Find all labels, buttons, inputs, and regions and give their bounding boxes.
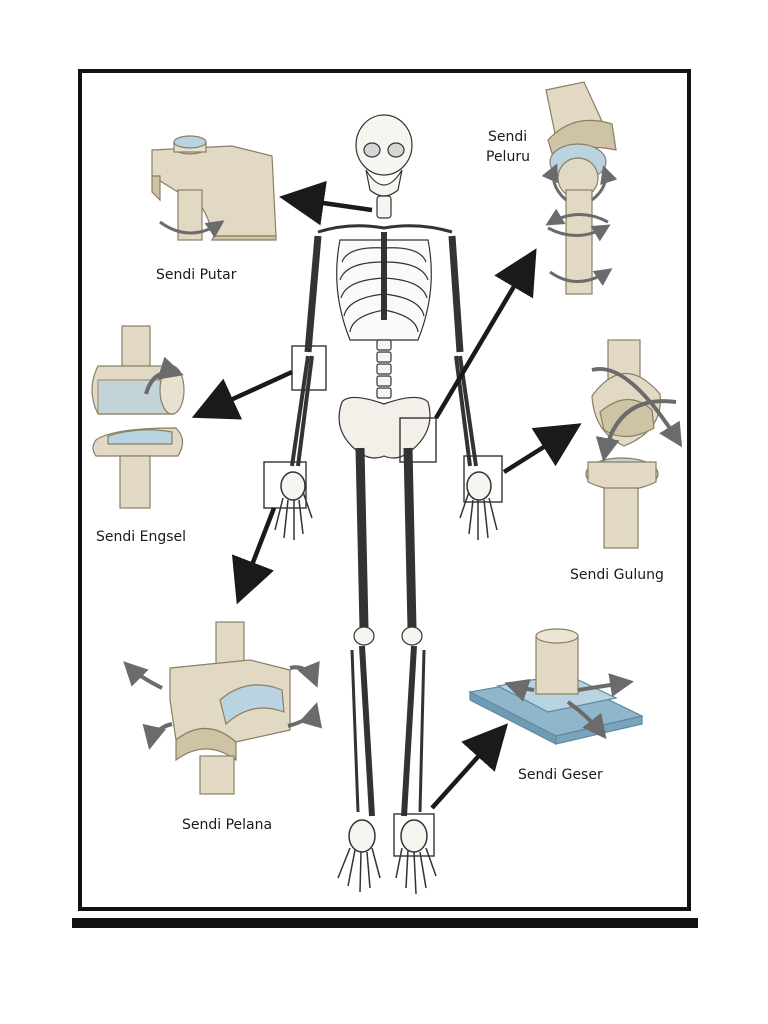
arrow-to-putar [279, 180, 373, 226]
label-sendi-peluru-line1: Sendi [488, 129, 528, 145]
lumbar-spine [376, 339, 392, 399]
rib-cage [336, 232, 432, 341]
pelvis [338, 396, 431, 459]
wrist-box-left [463, 455, 503, 503]
femur-right [355, 447, 369, 629]
label-sendi-peluru-line2: Peluru [486, 149, 530, 165]
arrow-to-pelana [231, 507, 277, 605]
bottom-rule [72, 918, 698, 928]
clavicle [317, 224, 453, 234]
foot-right [337, 819, 381, 893]
arrow-to-gulung [502, 423, 582, 474]
pivot-joint-illustration [151, 135, 277, 241]
pointer-arrows [191, 180, 582, 810]
ankle-box [393, 813, 435, 857]
arrow-to-engsel [191, 369, 293, 420]
condyloid-joint-illustration [585, 339, 683, 549]
saddle-joint-illustration [123, 621, 323, 795]
ball-socket-joint-illustration [541, 81, 618, 295]
skeleton [274, 114, 498, 895]
gliding-joint-illustration [468, 628, 644, 745]
label-sendi-gulung: Sendi Gulung [570, 567, 664, 583]
skull [355, 114, 413, 197]
humerus-right [304, 235, 322, 353]
label-sendi-engsel: Sendi Engsel [96, 529, 187, 545]
hinge-joint-illustration [91, 325, 185, 509]
cervical-spine [376, 195, 392, 219]
foot-left [395, 819, 437, 895]
hand-left [459, 471, 498, 540]
hand-right [274, 471, 313, 540]
label-sendi-putar: Sendi Putar [156, 267, 237, 283]
label-sendi-pelana: Sendi Pelana [182, 817, 273, 833]
arrow-to-peluru [434, 248, 537, 420]
humerus-left [448, 235, 464, 353]
wrist-box-right [263, 461, 307, 509]
femur-left [403, 447, 417, 629]
label-sendi-geser: Sendi Geser [518, 767, 603, 783]
arrow-to-geser [430, 723, 509, 810]
elbow-box [291, 345, 327, 391]
joint-highlight-boxes [263, 345, 503, 857]
hip-box [399, 417, 437, 463]
